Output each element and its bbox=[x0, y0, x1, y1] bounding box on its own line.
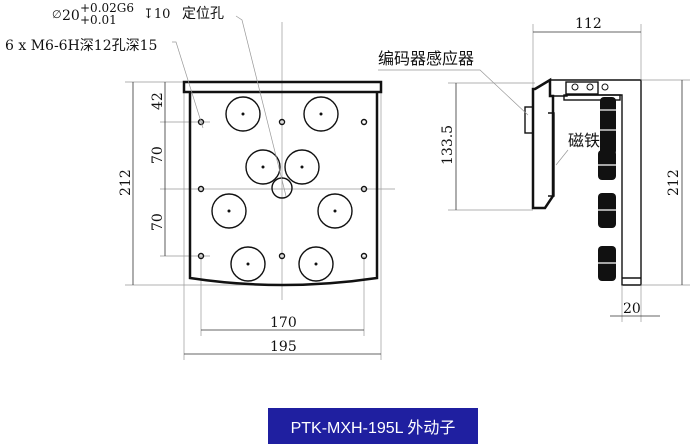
dim-pitch-2: 70 bbox=[150, 213, 166, 231]
dim-pitch-1: 70 bbox=[150, 146, 166, 164]
dim-side-depth: 112 bbox=[575, 16, 602, 32]
magnet-label: 磁铁 bbox=[568, 131, 600, 150]
leader-magnet bbox=[555, 149, 569, 166]
threaded-holes-label: 6 x M6-6H深12孔深15 bbox=[5, 38, 157, 54]
leader-encoder bbox=[378, 69, 529, 116]
front-view bbox=[182, 80, 383, 287]
model-banner: PTK-MXH-195L 外动子 bbox=[268, 408, 478, 444]
dim-top-offset: 42 bbox=[150, 92, 166, 110]
locating-tol-lower: +0.01 bbox=[80, 13, 117, 27]
leader-locating bbox=[235, 15, 287, 197]
dim-hole-span: 170 bbox=[270, 315, 297, 331]
dim-side-height: 212 bbox=[666, 169, 682, 196]
dim-rail-width: 20 bbox=[623, 301, 641, 317]
locating-tol-upper: +0.02G6 bbox=[80, 1, 134, 15]
locating-depth: ↧10 bbox=[143, 7, 170, 22]
dim-front-height: 212 bbox=[118, 169, 134, 196]
diameter-symbol: ∅ bbox=[52, 8, 62, 21]
encoder-sensor-label: 编码器感应器 bbox=[378, 49, 474, 68]
dim-sensor-height: 133.5 bbox=[440, 125, 456, 165]
leader-threaded bbox=[172, 41, 204, 129]
dim-width: 195 bbox=[270, 339, 297, 355]
side-view bbox=[524, 77, 642, 286]
locating-label: 定位孔 bbox=[182, 6, 224, 22]
locating-base: 20 bbox=[62, 8, 80, 24]
